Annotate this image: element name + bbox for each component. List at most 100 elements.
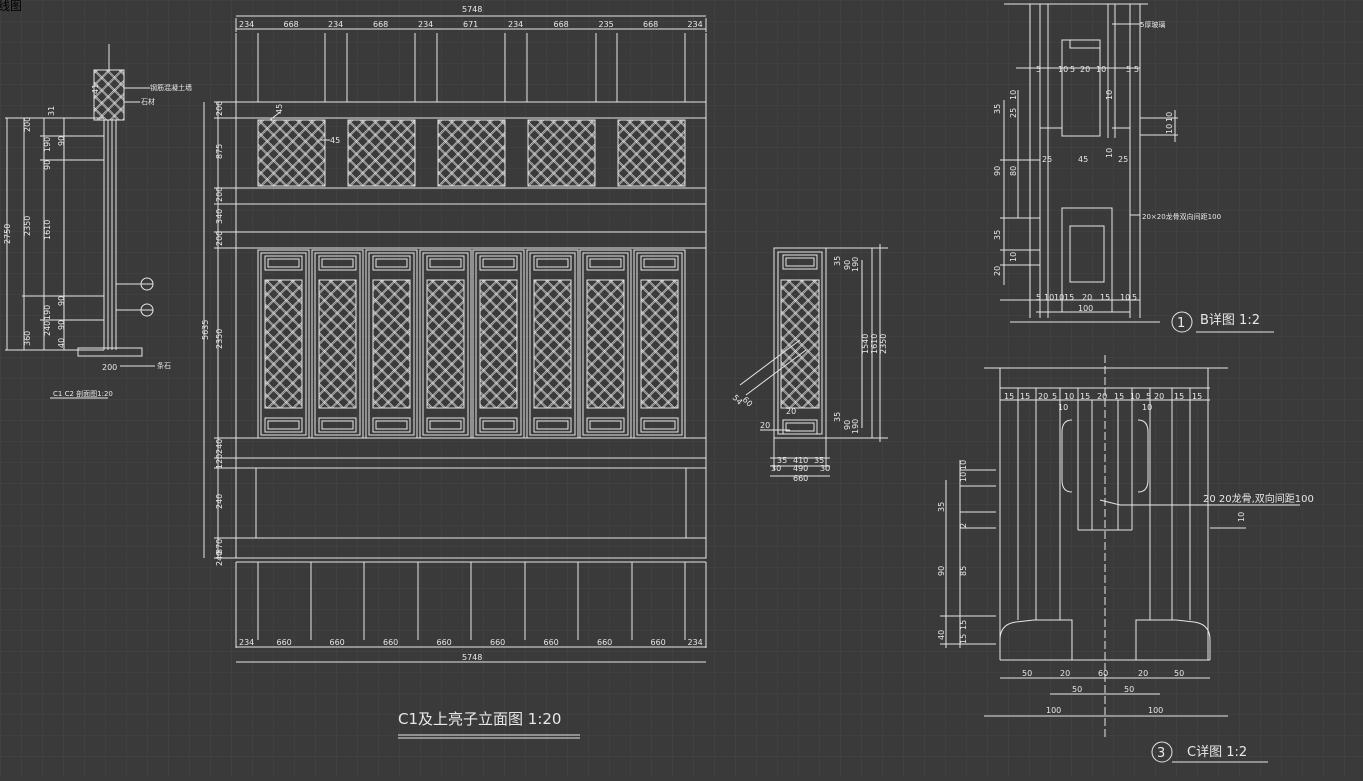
- leaf-dim-a2: 35: [814, 456, 824, 465]
- detailc-top-8: 10: [1130, 392, 1140, 401]
- elev-left-dim-10: 240: [215, 551, 224, 566]
- leaf-dim-s5: 190: [851, 419, 860, 434]
- door-leaves-group: [257, 249, 686, 439]
- detailb-top-1: 10: [1058, 65, 1068, 74]
- detailc-right: 10: [1237, 512, 1246, 522]
- elev-bottom-dim-1: 660: [277, 638, 292, 647]
- elev-total-width-bottom: 5748: [462, 653, 482, 662]
- detailb-left-4: 80: [1009, 166, 1018, 176]
- leaf-dim-s3: 90: [843, 420, 852, 430]
- detailc-bb-1: 50: [1124, 685, 1134, 694]
- detailc-left-0: 35: [937, 502, 946, 512]
- section-dim-total: 2750: [3, 224, 12, 244]
- section-dim-top-2: 190: [43, 137, 52, 152]
- leaf-dim-b2: 30: [820, 464, 830, 473]
- section-title: C1 C2 剖面图1:20: [53, 389, 113, 398]
- elev-bottom-dim-8: 660: [651, 638, 666, 647]
- section-dim-bot-3: 90: [57, 320, 66, 330]
- detailb-number: 1: [1177, 316, 1185, 331]
- section-label-wall: 钢筋混凝土墙: [150, 83, 192, 92]
- section-drawing: [5, 44, 155, 399]
- detailb-left-1: 25: [1009, 108, 1018, 118]
- elev-bottom-dim-5: 660: [490, 638, 505, 647]
- section-dim-leaf: 1610: [43, 220, 52, 240]
- detailb-top-5: 5: [1126, 65, 1131, 74]
- leaf-dim-a0: 35: [777, 456, 787, 465]
- detailb-note-top: 5厚玻璃: [1140, 20, 1165, 29]
- section-dim-top-1: 90: [57, 136, 66, 146]
- elev-left-dim-7: 120: [215, 454, 224, 469]
- elev-bottom-dim-4: 660: [437, 638, 452, 647]
- elev-left-dim-4: 200: [215, 231, 224, 246]
- detailc-title: C详图 1:2: [1187, 745, 1247, 760]
- section-dim-top-0: 200: [23, 117, 32, 132]
- detailc-ba-2: 60: [1098, 669, 1108, 678]
- detailb-bot-6: 10: [1120, 293, 1130, 302]
- detailb-right-2: 10: [1105, 148, 1114, 158]
- detailb-right-3: 10: [1105, 90, 1114, 100]
- leaf-texts: 35 410 35 30 490 30 660 1540 1610 2350 3…: [731, 256, 888, 483]
- door-leaf: [633, 249, 686, 439]
- detailc-ba-3: 20: [1138, 669, 1148, 678]
- detailb-bot-total: 100: [1078, 304, 1093, 313]
- door-leaf: [579, 249, 632, 439]
- section-dim-bot-1: 190: [43, 305, 52, 320]
- elev-top-dim-6: 234: [508, 20, 523, 29]
- elev-top-dim-7: 668: [554, 20, 569, 29]
- detailb-left-7: 10: [1009, 252, 1018, 262]
- detailc-ba-1: 20: [1060, 669, 1070, 678]
- detailc-bc-0: 100: [1046, 706, 1061, 715]
- detailb-top-0: 5: [1036, 65, 1041, 74]
- elevation-drawing: [203, 15, 707, 739]
- detailc-top-6: 20: [1097, 392, 1107, 401]
- detailc-top-9: 5: [1146, 392, 1151, 401]
- elev-top-dim-9: 668: [643, 20, 658, 29]
- elevation-texts: 5748 5748 5635 45 45 C1及上亮子立面图 1:20: [201, 5, 561, 728]
- detailb-bot-5: 15: [1100, 293, 1110, 302]
- detailc-bc-1: 100: [1148, 706, 1163, 715]
- elev-left-dim-8: 240: [215, 494, 224, 509]
- detailb-title: B详图 1:2: [1200, 313, 1260, 328]
- leaf-small-0: 20: [786, 407, 796, 416]
- leaf-dim-s0: 35: [833, 256, 842, 266]
- elev-bottom-dim-0: 234: [239, 638, 254, 647]
- detailb-bot-2: 10: [1054, 293, 1064, 302]
- elev-top-dim-5: 671: [463, 20, 478, 29]
- leaf-dim-a1: 410: [793, 456, 808, 465]
- detailb-left-5: 35: [993, 230, 1002, 240]
- detailc-left-2: 10: [959, 460, 968, 470]
- detailb-left-3: 90: [993, 166, 1002, 176]
- detailc-left-6: 40: [937, 630, 946, 640]
- section-dim-base: 360: [23, 331, 32, 346]
- elev-left-dim-9: 870: [215, 539, 224, 554]
- leaf-dim-s1: 35: [833, 412, 842, 422]
- detailb-note-mid: 20×20龙骨双向间距100: [1142, 212, 1221, 221]
- section-dim-bot-2: 240: [43, 321, 52, 336]
- elev-left-dim-2: 200: [215, 187, 224, 202]
- detailb-top-4: 10: [1096, 65, 1106, 74]
- elevation-title: C1及上亮子立面图 1:20: [398, 710, 561, 728]
- elev-transom-dim-b: 45: [330, 136, 340, 145]
- elev-bottom-dim-3: 660: [383, 638, 398, 647]
- detailc-left-7: 15: [959, 620, 968, 630]
- section-dim-bot-0: 90: [57, 296, 66, 306]
- elev-left-dim-1: 875: [215, 144, 224, 159]
- corner-label: 线图: [0, 0, 22, 13]
- detailb-mid-2: 25: [1118, 155, 1128, 164]
- detailc-left-1: 10: [959, 472, 968, 482]
- detailc-ba-0: 50: [1022, 669, 1032, 678]
- detailc-left-4: 90: [937, 566, 946, 576]
- door-leaf: [311, 249, 364, 439]
- section-texts: 钢筋混凝土墙 石材 条石 C1 C2 剖面图1:20 200 2750 2350…: [3, 83, 192, 398]
- detailc-left-3: 2: [959, 523, 968, 528]
- detailc-top-4: 10: [1064, 392, 1074, 401]
- elev-top-dim-4: 234: [418, 20, 433, 29]
- detailb-top-3: 20: [1080, 65, 1090, 74]
- leaf-drawing: [739, 244, 888, 477]
- detailb-left-2: 10: [1009, 90, 1018, 100]
- elev-top-dim-10: 234: [688, 20, 703, 29]
